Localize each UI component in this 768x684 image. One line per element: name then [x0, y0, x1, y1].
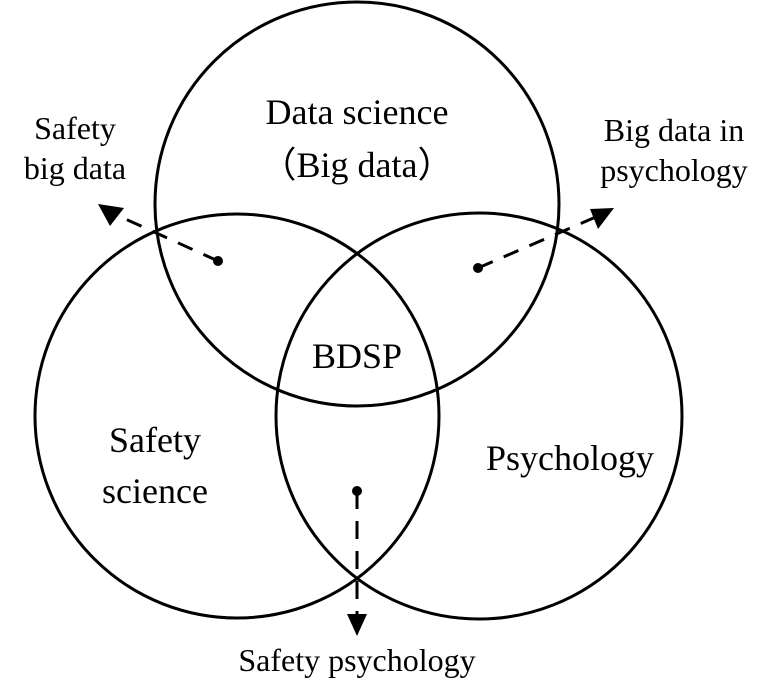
big-data-psychology-pointer: [473, 208, 614, 273]
safety-big-data-line1: Safety: [34, 110, 116, 146]
safety-psychology-pointer: [347, 486, 367, 636]
circle-data-science: [153, 0, 561, 408]
data-science-line1: Data science: [265, 92, 449, 132]
circle-psychology: [274, 211, 684, 621]
safety-big-data-label: Safety big data: [5, 110, 145, 186]
safety-psychology-label: Safety psychology: [197, 642, 517, 678]
data-science-line2: （Big data）: [260, 145, 454, 185]
bdsp-center-label: BDSP: [297, 336, 417, 377]
psychology-label: Psychology: [460, 438, 680, 479]
safety-science-label: Safety science: [80, 420, 230, 512]
data-science-label: Data science （Big data）: [237, 92, 477, 186]
safety-psychology-line1: Safety psychology: [238, 642, 476, 678]
psychology-line1: Psychology: [485, 438, 654, 478]
big-data-in-psychology-label: Big data in psychology: [584, 112, 764, 188]
safety-big-data-line2: big data: [23, 150, 127, 186]
circle-safety-science: [33, 212, 441, 620]
big-data-in-psychology-line2: psychology: [600, 152, 748, 188]
safety-science-line2: science: [102, 471, 208, 511]
safety-big-data-pointer: [98, 204, 223, 266]
bdsp-text: BDSP: [311, 336, 403, 376]
big-data-in-psychology-line1: Big data in: [603, 112, 745, 148]
safety-science-line1: Safety: [109, 420, 201, 460]
